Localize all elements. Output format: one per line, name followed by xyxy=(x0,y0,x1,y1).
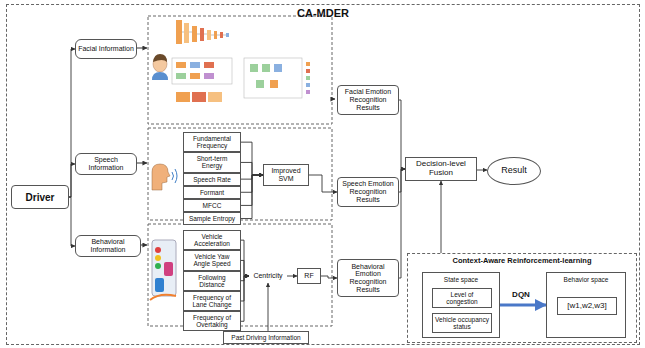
connector xyxy=(241,175,263,219)
connector xyxy=(477,170,487,171)
connector xyxy=(287,276,297,277)
feature-box: Vehicle Acceleration xyxy=(183,230,241,250)
state-item: Level of congestion xyxy=(432,288,492,308)
label-text: Frequency of Lane Change xyxy=(186,294,238,308)
feature-box: Frequency of Lane Change xyxy=(183,291,241,311)
feature-box: MFCC xyxy=(183,199,241,212)
heading: Context-Aware Reinforcement-learning xyxy=(408,257,636,265)
cnn-illustration xyxy=(172,20,310,102)
layout-arrow xyxy=(140,245,147,246)
process-label: Centricity xyxy=(249,269,287,283)
context-box: Past Driving Information xyxy=(223,331,309,344)
connector xyxy=(69,49,75,197)
result-box: Facial Emotion Recognition Results xyxy=(337,85,399,115)
label-text: Following Distance xyxy=(186,274,238,288)
feature-box: Vehicle Yaw Angle Speed xyxy=(183,250,241,270)
label-text: Speech Rate xyxy=(193,176,231,183)
result-box: Speech Emotion Recognition Results xyxy=(337,177,399,207)
label-text: Behavioral Information xyxy=(78,238,138,253)
label-text: Vehicle Yaw Angle Speed xyxy=(186,253,238,267)
label-text: Facial Emotion Recognition Results xyxy=(340,88,396,111)
connector xyxy=(241,276,249,321)
face-icon xyxy=(152,54,168,80)
label-text: Decision-level Fusion xyxy=(408,160,474,178)
input-box: Facial Information xyxy=(75,39,137,59)
connector xyxy=(241,276,249,281)
layout-arrow xyxy=(332,99,335,100)
state-item: Vehicle occupancy status xyxy=(432,313,492,333)
connector xyxy=(241,142,263,175)
label-text: Result xyxy=(501,166,527,176)
connector xyxy=(399,169,405,278)
label-text: Formant xyxy=(200,189,224,196)
connector xyxy=(241,162,263,175)
label-text: Fundamental Frequency xyxy=(186,135,238,149)
facial-panel xyxy=(148,16,332,124)
label-text: Speech Emotion Recognition Results xyxy=(340,180,396,203)
connector xyxy=(268,283,269,331)
heading: Behavior space xyxy=(547,276,625,283)
connector xyxy=(241,276,249,301)
label-text: Sample Entropy xyxy=(189,215,235,222)
label-text: Short-term Energy xyxy=(186,155,238,169)
feature-box: Frequency of Overtaking xyxy=(183,311,241,331)
classifier-box: RF xyxy=(297,268,321,284)
classifier-box: Improved SVM xyxy=(263,164,309,186)
input-box: Speech Information xyxy=(75,153,137,174)
layout-arrow xyxy=(136,163,147,164)
action-item: [w1,w2,w3] xyxy=(557,297,617,315)
label-text: Improved SVM xyxy=(266,167,306,182)
label-text: Facial Information xyxy=(78,45,134,53)
traffic-icon xyxy=(150,240,176,300)
label-text: Centricity xyxy=(253,272,282,280)
label-text: Behavioral Emotion Recognition Results xyxy=(340,263,396,294)
label-text: Past Driving Information xyxy=(231,334,300,341)
connector xyxy=(69,197,75,246)
feature-box: Speech Rate xyxy=(183,173,241,186)
label-text: RF xyxy=(304,272,313,280)
label-text: Vehicle Acceleration xyxy=(186,233,238,247)
connector xyxy=(500,304,546,307)
feature-box: Short-term Energy xyxy=(183,152,241,172)
source-box: Driver xyxy=(11,185,69,209)
label-text: Driver xyxy=(26,192,55,203)
fusion-box: Decision-level Fusion xyxy=(405,157,477,181)
feature-box: Formant xyxy=(183,186,241,199)
label-text: Frequency of Overtaking xyxy=(186,314,238,328)
action-box: Behavior space [w1,w2,w3] xyxy=(546,272,626,338)
heading: State space xyxy=(423,276,499,283)
speech-panel xyxy=(148,128,332,220)
connector xyxy=(241,240,249,276)
edge-label: DQN xyxy=(510,291,532,300)
result-box: Behavioral Emotion Recognition Results xyxy=(337,259,399,297)
label-text: Vehicle occupancy status xyxy=(435,316,489,330)
frame: CA-MDER Driver Facial InformationSpeech In… xyxy=(6,4,640,345)
feature-box: Sample Entropy xyxy=(183,212,241,225)
input-box: Behavioral Information xyxy=(75,235,141,257)
label-text: Speech Information xyxy=(78,156,134,171)
state-box: State spaceLevel of congestionVehicle oc… xyxy=(422,272,500,338)
layout-arrow xyxy=(136,48,147,49)
connector xyxy=(309,175,337,192)
connector xyxy=(321,276,337,278)
heading: CA-MDER xyxy=(7,7,639,19)
label-text: [w1,w2,w3] xyxy=(567,302,607,311)
feature-box: Fundamental Frequency xyxy=(183,132,241,152)
label-text: Level of congestion xyxy=(435,291,489,305)
connector xyxy=(441,181,442,253)
connector xyxy=(241,260,249,276)
speech-icon xyxy=(152,164,177,190)
feature-box: Following Distance xyxy=(183,271,241,291)
result-ellipse: Result xyxy=(487,157,541,185)
label-text: MFCC xyxy=(203,202,222,209)
